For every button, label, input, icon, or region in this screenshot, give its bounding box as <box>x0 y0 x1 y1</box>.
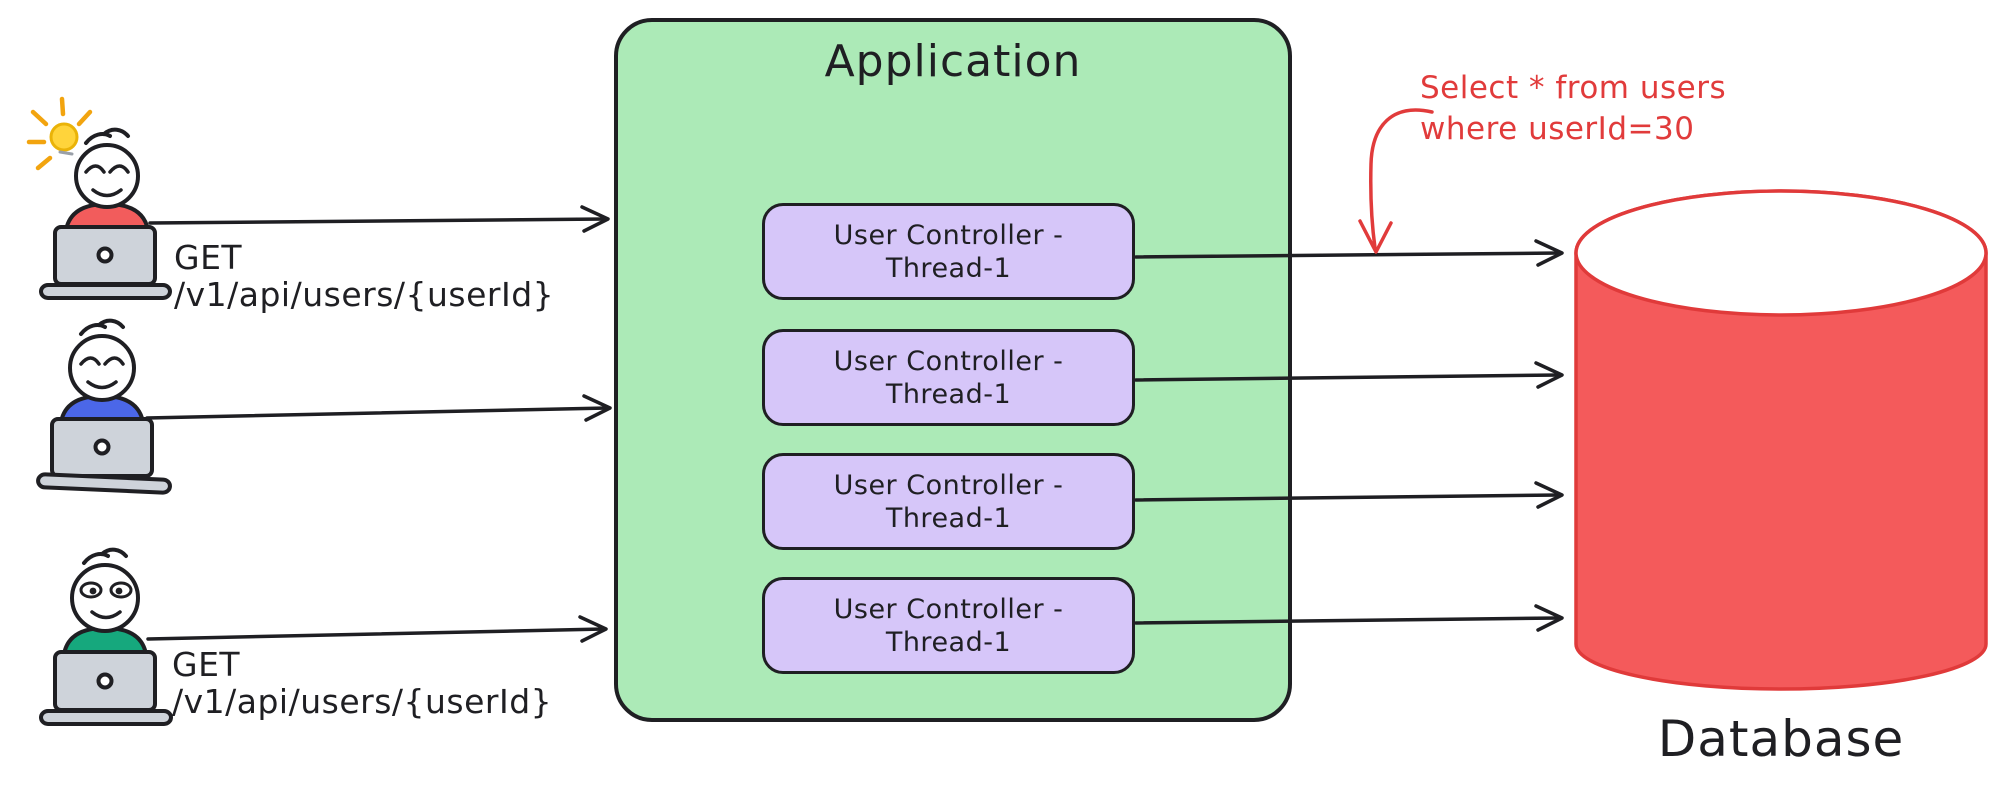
request-arrow-2 <box>145 394 612 422</box>
thread-box-1-label-line1: User Controller - <box>833 219 1064 251</box>
application-box: Application User Controller - Thread-1 U… <box>614 18 1292 722</box>
user-3-figure <box>39 547 173 726</box>
sql-annotation-arrow <box>1358 108 1434 254</box>
http-method: GET <box>174 238 243 277</box>
laptop-icon <box>36 417 172 495</box>
http-path: /v1/api/users/{userId} <box>172 682 553 721</box>
thread-arrow-3 <box>1134 481 1564 509</box>
thread-box-2-label-line1: User Controller - <box>833 345 1064 377</box>
application-title: Application <box>824 36 1082 87</box>
sql-annotation-line2: where userId=30 <box>1420 111 1695 147</box>
user-1-head <box>74 143 140 209</box>
thread-box-3: User Controller - Thread-1 <box>762 453 1135 550</box>
thread-box-4: User Controller - Thread-1 <box>762 577 1135 674</box>
thread-arrow-1 <box>1134 239 1564 267</box>
database-label: Database <box>1657 710 1905 768</box>
user-1-face <box>84 164 130 198</box>
http-method: GET <box>172 645 241 684</box>
user-2-hair <box>79 318 125 336</box>
user-2-head <box>68 334 136 402</box>
sql-annotation-line1: Select * from users <box>1420 70 1727 106</box>
laptop-icon <box>39 225 172 300</box>
thread-box-4-label-line1: User Controller - <box>833 593 1064 625</box>
thread-box-4-label-line2: Thread-1 <box>885 626 1012 658</box>
user-3-hair <box>82 547 128 565</box>
thread-box-2: User Controller - Thread-1 <box>762 329 1135 426</box>
database-icon <box>1574 189 1988 691</box>
user-2-face <box>79 356 125 390</box>
http-path: /v1/api/users/{userId} <box>174 275 555 314</box>
thread-box-2-label-line2: Thread-1 <box>885 378 1012 410</box>
request-arrow-1 <box>148 205 610 233</box>
user-3-head <box>70 563 140 633</box>
thread-arrow-4 <box>1134 604 1564 632</box>
thread-arrow-2 <box>1134 361 1564 389</box>
request-label-user-3: GET /v1/api/users/{userId} <box>172 646 552 720</box>
database-top <box>1574 189 1988 317</box>
user-1-figure <box>26 96 172 300</box>
user-2-figure <box>36 318 172 495</box>
thread-box-1: User Controller - Thread-1 <box>762 203 1135 300</box>
thread-box-3-label-line2: Thread-1 <box>885 502 1012 534</box>
sql-annotation: Select * from users where userId=30 <box>1420 68 1726 150</box>
thread-box-3-label-line1: User Controller - <box>833 469 1064 501</box>
request-label-user-1: GET /v1/api/users/{userId} <box>174 239 554 313</box>
lightbulb-icon <box>26 96 93 171</box>
thread-box-1-label-line2: Thread-1 <box>885 252 1012 284</box>
user-3-face <box>79 581 133 620</box>
request-arrows <box>145 205 612 643</box>
thread-arrows <box>1134 239 1564 632</box>
user-1-hair <box>84 127 130 145</box>
request-arrow-3 <box>146 615 608 643</box>
laptop-icon <box>39 650 173 726</box>
